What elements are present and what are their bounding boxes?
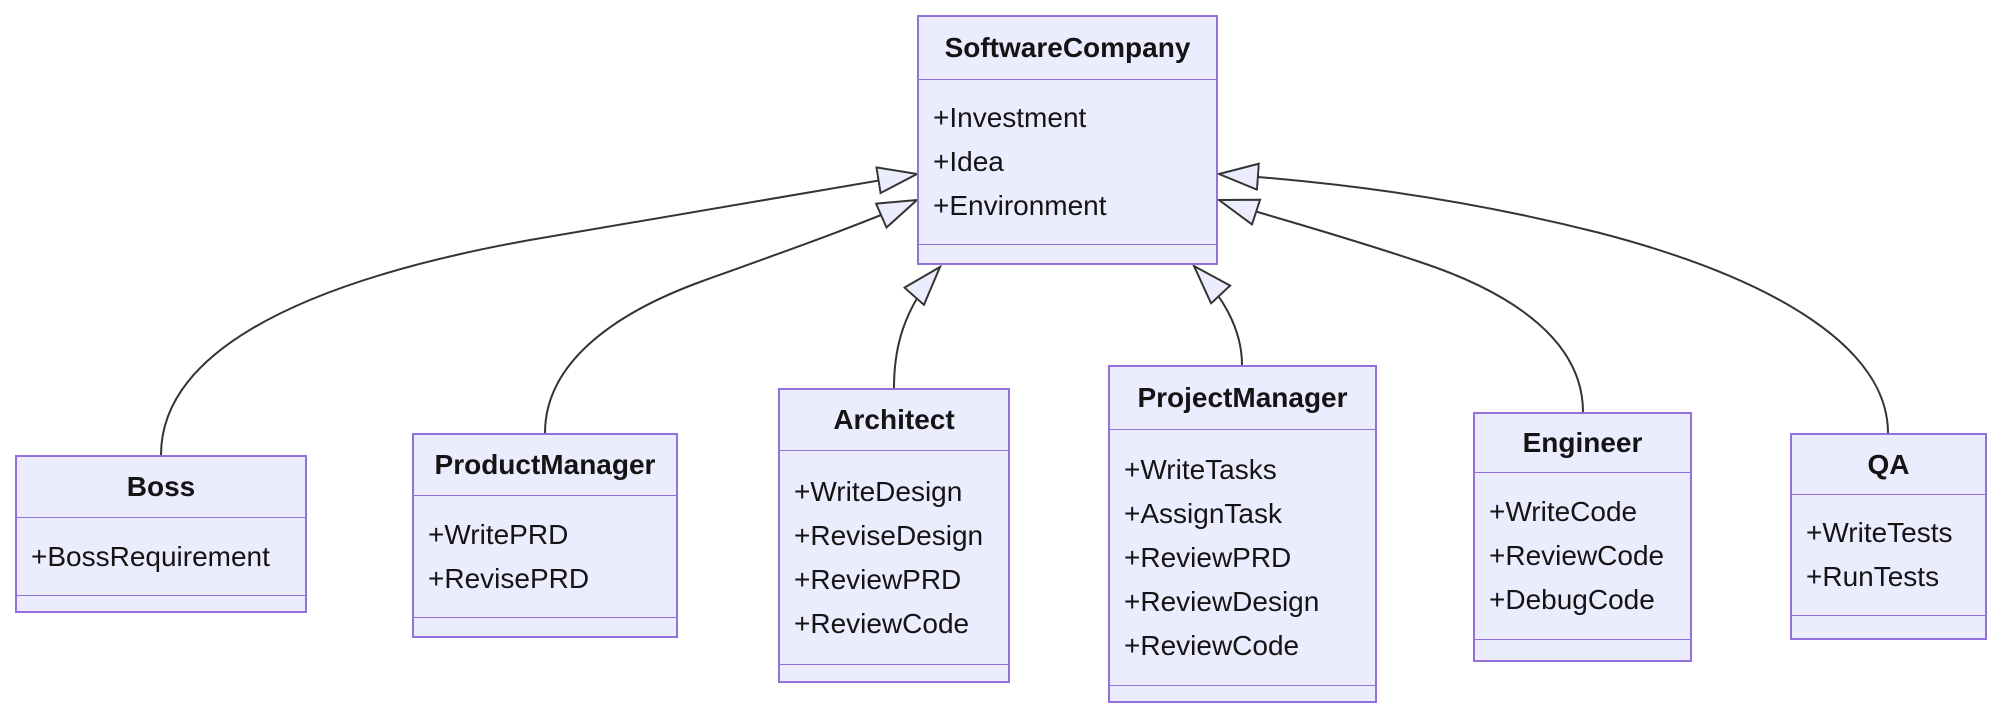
- edge-projectmanager-to-softwarecompany: [1194, 266, 1243, 366]
- class-methods-empty: [1110, 685, 1375, 701]
- edge-boss-to-softwarecompany: [160, 174, 917, 456]
- class-methods-empty: [780, 664, 1008, 681]
- class-attributes: +WriteTests +RunTests: [1792, 494, 1985, 615]
- class-title: Engineer: [1522, 427, 1643, 458]
- class-title: QA: [1867, 448, 1910, 480]
- edge-qa-to-softwarecompany: [1219, 174, 1889, 434]
- class-attributes: +WritePRD +RevisePRD: [414, 495, 676, 617]
- class-methods-empty: [17, 595, 305, 611]
- class-box-softwarecompany: SoftwareCompany +Investment +Idea +Envir…: [917, 15, 1218, 265]
- class-title: ProjectManager: [1137, 382, 1348, 413]
- class-box-architect: Architect +WriteDesign +ReviseDesign +Re…: [778, 388, 1010, 683]
- edge-productmanager-to-softwarecompany: [544, 200, 917, 434]
- class-title: Architect: [833, 404, 955, 435]
- class-title: Boss: [126, 471, 196, 502]
- edge-architect-to-softwarecompany: [893, 267, 940, 389]
- class-methods-empty: [1475, 639, 1690, 660]
- class-attributes: +BossRequirement: [17, 517, 305, 595]
- class-box-qa: QA +WriteTests +RunTests: [1790, 433, 1987, 640]
- edge-engineer-to-softwarecompany: [1219, 200, 1584, 413]
- class-methods-empty: [919, 244, 1216, 263]
- class-title: ProductManager: [434, 449, 656, 480]
- class-attributes: +WriteTasks +AssignTask +ReviewPRD +Revi…: [1110, 429, 1375, 685]
- class-box-projectmanager: ProjectManager +WriteTasks +AssignTask +…: [1108, 365, 1377, 703]
- class-attributes: +WriteCode +ReviewCode +DebugCode: [1475, 472, 1690, 639]
- class-attributes: +WriteDesign +ReviseDesign +ReviewPRD +R…: [780, 450, 1008, 664]
- class-box-productmanager: ProductManager +WritePRD +RevisePRD: [412, 433, 678, 638]
- class-title: SoftwareCompany: [944, 32, 1191, 63]
- class-box-engineer: Engineer +WriteCode +ReviewCode +DebugCo…: [1473, 412, 1692, 662]
- class-box-boss: Boss +BossRequirement: [15, 455, 307, 613]
- class-attributes: +Investment +Idea +Environment: [919, 79, 1216, 244]
- class-methods-empty: [414, 617, 676, 636]
- class-methods-empty: [1792, 615, 1985, 638]
